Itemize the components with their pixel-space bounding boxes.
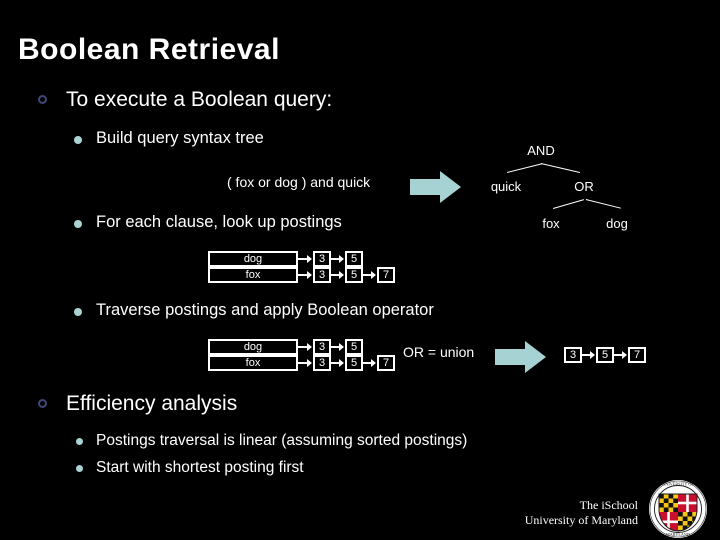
posting-link-arrow-icon [307, 255, 312, 263]
tree-node-dog: dog [606, 216, 628, 231]
bullet-label: Traverse postings and apply Boolean oper… [96, 301, 434, 319]
posting-link-arrow-icon [371, 271, 376, 279]
tree-node-or: OR [574, 179, 594, 194]
tree-edge-or-dog [585, 199, 621, 209]
posting-cell: 5 [345, 339, 363, 355]
bullet-dot-icon [74, 136, 82, 144]
posting-cell: 5 [345, 267, 363, 283]
right-arrow-icon [410, 170, 462, 209]
tree-edge-or-fox [553, 199, 585, 209]
posting-link [298, 258, 309, 260]
bullet-ring-icon [38, 95, 47, 104]
bullet-look-up-postings: For each clause, look up postings [74, 213, 342, 232]
bullet-label: Start with shortest posting first [96, 459, 304, 476]
dictionary-row-dog: dog [208, 251, 298, 267]
svg-text:MARYLAND: MARYLAND [666, 532, 690, 537]
posting-cell: 5 [345, 355, 363, 371]
bullet-dot-icon [76, 465, 83, 472]
bullet-efficiency-analysis: Efficiency analysis [38, 392, 238, 416]
right-arrow-icon [495, 340, 547, 379]
footer-line-university: University of Maryland [524, 513, 638, 527]
posting-link [298, 274, 309, 276]
bullet-label: For each clause, look up postings [96, 213, 342, 231]
posting-link [331, 362, 342, 364]
posting-cell: 7 [377, 355, 395, 371]
query-expression-text: ( fox or dog ) and quick [227, 174, 371, 190]
page-title: Boolean Retrieval [18, 33, 280, 66]
bullet-label: To execute a Boolean query: [66, 88, 333, 111]
result-cell: 3 [564, 347, 582, 363]
operation-label-or-union: OR = union [403, 344, 475, 360]
posting-cell: 7 [377, 267, 395, 283]
posting-cell: 3 [313, 339, 331, 355]
posting-link-arrow-icon [339, 271, 344, 279]
footer-line-ischool: The iSchool [579, 498, 638, 512]
posting-link [331, 274, 342, 276]
bullet-label: Efficiency analysis [66, 392, 238, 415]
posting-link-arrow-icon [307, 359, 312, 367]
dictionary-row-dog: dog [208, 339, 298, 355]
posting-link-arrow-icon [371, 359, 376, 367]
posting-link [331, 258, 342, 260]
tree-edge-and-or [540, 163, 580, 173]
bullet-execute-boolean-query: To execute a Boolean query: [38, 88, 333, 112]
bullet-label: Build query syntax tree [96, 129, 264, 147]
posting-cell: 3 [313, 267, 331, 283]
posting-cell: 3 [313, 355, 331, 371]
tree-edge-and-quick [507, 163, 543, 173]
posting-link-arrow-icon [339, 343, 344, 351]
posting-link [298, 346, 309, 348]
bullet-postings-traversal-linear: Postings traversal is linear (assuming s… [76, 432, 468, 450]
dictionary-row-fox: fox [208, 355, 298, 371]
posting-cell: 3 [313, 251, 331, 267]
result-cell: 7 [628, 347, 646, 363]
svg-text:UNIVERSITY OF: UNIVERSITY OF [662, 481, 694, 486]
bullet-start-shortest-posting: Start with shortest posting first [76, 459, 304, 477]
posting-link-arrow-icon [339, 255, 344, 263]
posting-cell: 5 [345, 251, 363, 267]
posting-link [363, 274, 374, 276]
bullet-ring-icon [38, 399, 47, 408]
posting-link [363, 362, 374, 364]
bullet-label: Postings traversal is linear (assuming s… [96, 432, 468, 449]
bullet-traverse-postings: Traverse postings and apply Boolean oper… [74, 301, 434, 320]
bullet-build-query-syntax-tree: Build query syntax tree [74, 129, 264, 148]
result-cell: 5 [596, 347, 614, 363]
university-of-maryland-seal-icon: UNIVERSITY OF MARYLAND [648, 479, 708, 539]
footer-attribution: The iSchool University of Maryland [525, 498, 638, 528]
posting-link-arrow-icon [307, 343, 312, 351]
posting-link [582, 354, 593, 356]
posting-link [331, 346, 342, 348]
tree-node-fox: fox [542, 216, 560, 231]
bullet-dot-icon [74, 308, 82, 316]
posting-link-arrow-icon [339, 359, 344, 367]
dictionary-row-fox: fox [208, 267, 298, 283]
bullet-dot-icon [76, 438, 83, 445]
posting-link [298, 362, 309, 364]
posting-link-arrow-icon [307, 271, 312, 279]
tree-node-quick: quick [490, 179, 522, 194]
bullet-dot-icon [74, 220, 82, 228]
posting-link [614, 354, 625, 356]
posting-link-arrow-icon [622, 351, 627, 359]
posting-link-arrow-icon [590, 351, 595, 359]
tree-node-and: AND [527, 143, 555, 158]
